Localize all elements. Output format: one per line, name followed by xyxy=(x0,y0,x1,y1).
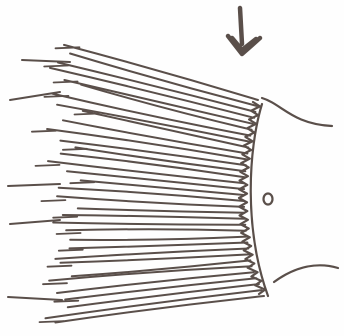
upper-limb-outline xyxy=(262,98,332,126)
fringe-strand xyxy=(55,296,264,323)
fringe-strand xyxy=(63,215,245,219)
fringe-long-strand xyxy=(8,184,60,186)
fringe-tick xyxy=(70,182,94,183)
fringe-strand xyxy=(50,68,254,118)
lower-limb-outline xyxy=(274,265,338,282)
fringe-strand xyxy=(70,237,246,240)
fringe-tick xyxy=(54,301,78,302)
wavy-waistband xyxy=(239,102,265,294)
fringe-strands xyxy=(8,45,264,323)
fringe-strand xyxy=(70,243,248,249)
fringe-strand xyxy=(66,229,246,230)
fringe-tick xyxy=(44,66,68,67)
fringe-tick xyxy=(57,233,81,234)
fringe-strand xyxy=(64,45,258,100)
fringe-tick xyxy=(63,149,87,150)
fringe-tick xyxy=(43,283,67,284)
fringe-tick xyxy=(48,266,72,267)
fringe-tick xyxy=(32,131,56,132)
fringe-strand xyxy=(61,254,250,262)
fringe-tick xyxy=(36,165,60,166)
fringe-tick xyxy=(54,82,78,83)
fringe-tick xyxy=(75,114,99,115)
fringe-strand xyxy=(55,249,248,259)
fringe-strand xyxy=(63,120,247,153)
fringe-tick xyxy=(59,250,83,251)
fringe-tick xyxy=(41,200,65,201)
fringe-tick xyxy=(56,47,80,48)
arrow-down-icon xyxy=(228,8,260,54)
fringe-long-strand xyxy=(22,60,70,62)
fringe-strand xyxy=(49,266,251,280)
fringe-strand xyxy=(78,208,245,212)
small-circle-icon xyxy=(264,194,273,205)
fringe-strand xyxy=(81,85,251,130)
fringe-long-strand xyxy=(8,297,62,300)
fringe-tick xyxy=(53,217,77,218)
fringe-tick xyxy=(44,96,68,97)
fringe-strand xyxy=(81,180,244,195)
fringe-strand xyxy=(46,290,262,318)
fringe-strand xyxy=(53,223,245,225)
